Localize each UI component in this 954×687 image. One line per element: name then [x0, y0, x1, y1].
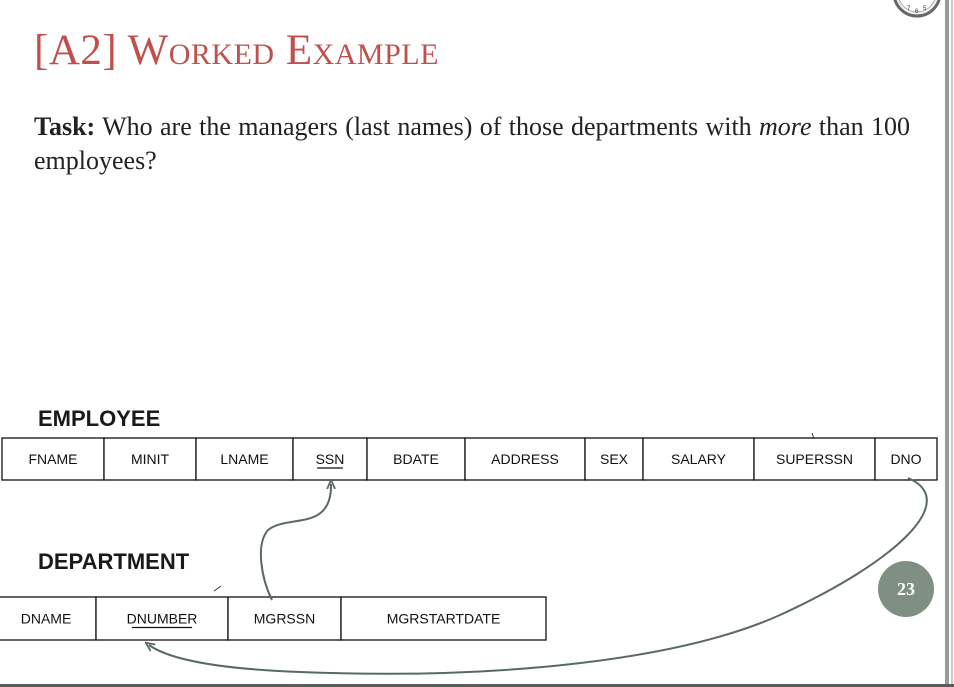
department-attr-label: DNAME	[21, 611, 72, 627]
employee-label: EMPLOYEE	[38, 406, 160, 431]
employee-attr-box	[464, 437, 586, 481]
employee-attr-label: FNAME	[29, 451, 78, 467]
bottom-border	[0, 684, 954, 687]
employee-attr-box	[366, 437, 466, 481]
employee-attr-label: ADDRESS	[491, 451, 559, 467]
task-emphasis: more	[759, 112, 812, 141]
department-attr-box	[95, 596, 229, 641]
employee-attr-label: SEX	[600, 451, 629, 467]
employee-attr-address: ADDRESS	[464, 437, 586, 481]
employee-attr-fname: FNAME	[1, 437, 105, 481]
employee-attr-box	[195, 437, 294, 481]
employee-attr-superssn: SUPERSSN	[753, 437, 876, 481]
fk-arrow-dno-to-dnumber	[149, 477, 928, 675]
task-text-1: Who are the managers (last names) of tho…	[95, 112, 760, 141]
employee-attr-ssn: SSN	[292, 437, 368, 481]
svg-text:5: 5	[923, 6, 927, 12]
task-paragraph: Task: Who are the managers (last names) …	[34, 110, 910, 178]
right-border	[940, 0, 954, 687]
task-text-2: than 100 employees?	[34, 112, 910, 175]
employee-attr-label: LNAME	[220, 451, 268, 467]
employee-attr-lname: LNAME	[195, 437, 294, 481]
employee-attr-label: DNO	[890, 451, 921, 467]
employee-relation: FNAME MINIT LNAME SSN BDATE ADDRESS SEX SALARY S…	[1, 437, 938, 481]
supperssn-tick	[811, 432, 815, 440]
fk-arrow-mgrssn-to-ssn	[260, 484, 331, 601]
employee-attr-box	[292, 437, 368, 481]
employee-attr-label: SSN	[316, 451, 345, 467]
employee-attr-label: BDATE	[393, 451, 439, 467]
employee-attr-bdate: BDATE	[366, 437, 466, 481]
svg-text:7: 7	[907, 6, 911, 12]
department-attr-label: MGRSTARTDATE	[387, 611, 501, 627]
department-label: DEPARTMENT	[38, 549, 190, 574]
employee-attr-label: SALARY	[671, 451, 727, 467]
department-tick	[213, 585, 222, 592]
department-attr-box	[0, 596, 97, 641]
department-attr-box	[340, 596, 547, 641]
employee-attr-sex: SEX	[584, 437, 644, 481]
department-attr-dname: DNAME	[0, 596, 97, 641]
employee-attr-box	[584, 437, 644, 481]
employee-attr-salary: SALARY	[642, 437, 755, 481]
employee-attr-box	[874, 437, 938, 481]
employee-attr-label: SUPERSSN	[776, 451, 853, 467]
task-label: Task:	[34, 112, 96, 141]
department-attr-dnumber: DNUMBER	[95, 596, 229, 641]
employee-attr-box	[103, 437, 197, 481]
department-attr-mgrstartdate: MGRSTARTDATE	[340, 596, 547, 641]
department-attr-box	[227, 596, 342, 641]
svg-text:6: 6	[915, 9, 919, 15]
department-relation: DNAME DNUMBER MGRSSN MGRSTARTDATE	[0, 596, 547, 641]
employee-attr-dno: DNO	[874, 437, 938, 481]
slide-title: [A2] Worked Example	[34, 27, 439, 74]
employee-attr-minit: MINIT	[103, 437, 197, 481]
department-attr-mgrssn: MGRSSN	[227, 596, 342, 641]
employee-attr-label: MINIT	[131, 451, 170, 467]
right-border-bar-thin	[951, 0, 953, 687]
page-number-badge: 23	[878, 561, 934, 617]
department-attr-label: DNUMBER	[127, 611, 198, 627]
department-attr-label: MGRSSN	[254, 611, 315, 627]
employee-attr-box	[753, 437, 876, 481]
right-border-bar	[945, 0, 949, 687]
clock-icon: 7 6 5	[893, 0, 941, 18]
